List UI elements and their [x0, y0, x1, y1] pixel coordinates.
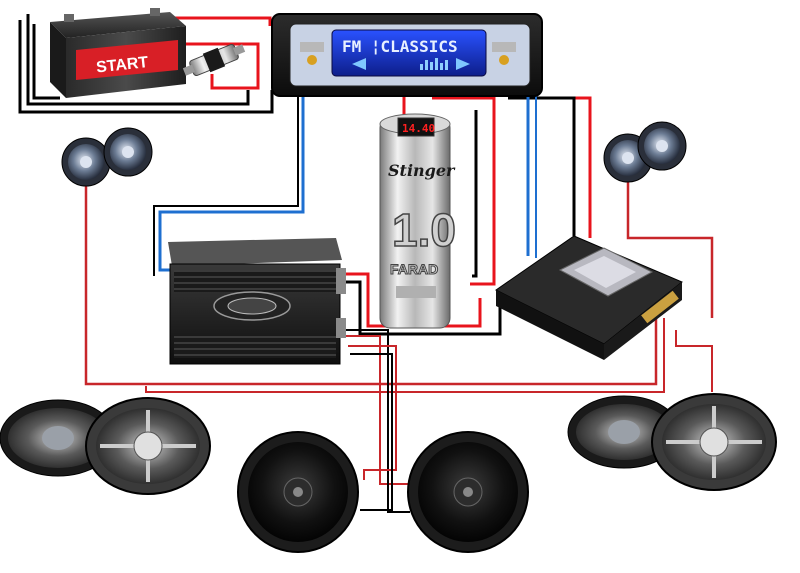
head-unit-icon: FM ¦CLASSICS: [271, 13, 543, 97]
power-wire-capacitor-right: [432, 96, 496, 286]
head-unit-display-text: FM ¦CLASSICS: [342, 37, 458, 56]
battery-label: START: [95, 54, 149, 76]
power-wire-battery-top: [170, 16, 272, 26]
small-speaker-icon: [603, 121, 687, 183]
equalizer-bars: [420, 58, 448, 70]
head-unit-knob: [307, 55, 317, 65]
speaker-wire-left-oval: [145, 318, 665, 393]
battery-icon: START: [50, 8, 186, 98]
head-unit-button: [300, 42, 324, 52]
signal-wire-left-amp: [158, 92, 305, 272]
oval-speaker-icon: [0, 397, 211, 495]
speaker-wire-sub-right-neg: [346, 329, 410, 513]
head-unit-button: [492, 42, 516, 52]
amplifier-icon: [168, 238, 346, 365]
speaker-wire-left-tweeter: [84, 186, 658, 386]
small-speaker-icon: [61, 127, 153, 187]
power-wire-headunit-right-amp: [520, 96, 592, 238]
speaker-wire-right-tweeter: [626, 182, 714, 318]
amplifier-icon: [495, 235, 683, 360]
speaker-wire-right-oval: [675, 330, 713, 392]
chevron-right-icon: [456, 58, 470, 70]
capacitor-meter-reading: 14.40: [402, 122, 435, 135]
ground-wire-headunit-right-amp: [508, 96, 576, 236]
head-unit-knob: [499, 55, 509, 65]
ground-wire-battery-loop: [26, 14, 250, 106]
subwoofer-icon: [407, 431, 529, 553]
oval-speaker-icon: [567, 393, 777, 491]
ground-wire-capacitor-right: [472, 110, 478, 278]
capacitor-spec-plate: [396, 286, 436, 298]
subwoofer-icon: [237, 431, 359, 553]
chevron-left-icon: [352, 58, 366, 70]
capacitor-icon: 14.40 Stinger 1.0 FARAD: [379, 113, 457, 329]
speaker-wire-sub-left-neg: [350, 353, 393, 511]
speaker-wire-sub-right-pos: [341, 324, 412, 485]
capacitor-capacity-value: 1.0: [392, 204, 456, 256]
inline-fuse-icon: [182, 43, 246, 77]
ground-wire-left-amp: [338, 280, 502, 336]
ground-wire-left-amp-signal: [153, 92, 299, 276]
speaker-wire-sub-left-pos: [348, 345, 397, 480]
ground-wire-battery-headunit: [18, 20, 274, 114]
ground-wire-battery-short: [32, 24, 60, 100]
wiring-layer: [18, 14, 714, 513]
capacitor-brand: Stinger: [388, 161, 456, 180]
power-wire-left-amp: [338, 272, 482, 328]
capacitor-capacity-unit: FARAD: [390, 261, 438, 277]
